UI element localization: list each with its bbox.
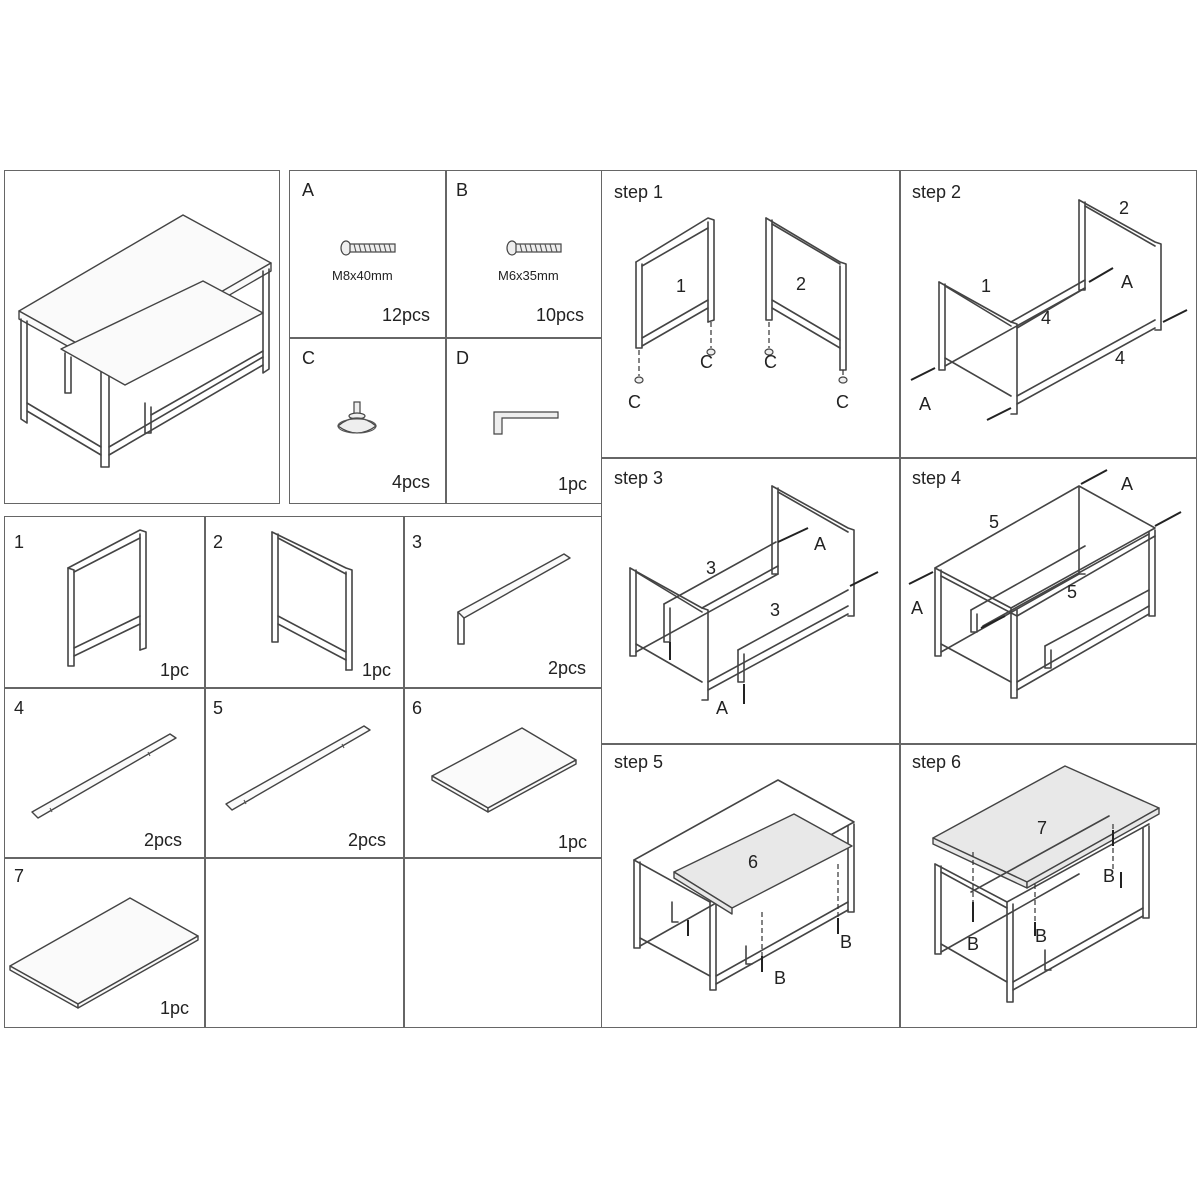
step-2-label-1: 1 [981, 276, 991, 296]
step-4-label-5a: 5 [989, 512, 999, 532]
middle-shelf-board-drawing [431, 727, 577, 813]
hardware-b-letter: B [456, 180, 469, 200]
step-3-label-a2: A [716, 698, 728, 718]
part-4-qty: 2pcs [144, 830, 183, 850]
long-rail-4-drawing [31, 733, 177, 819]
part-7-qty: 1pc [160, 998, 190, 1018]
side-frame-1-drawing [67, 529, 147, 667]
step-1-drawing: 1 2 C C C C [628, 217, 849, 412]
part-2-number: 2 [213, 532, 224, 552]
part-7-number: 7 [14, 866, 25, 886]
step-4-label-a2: A [911, 598, 923, 618]
short-rail-drawing [457, 553, 571, 645]
leveling-foot-icon [337, 401, 377, 434]
step-1-label-2: 2 [796, 274, 806, 294]
hardware-c-letter: C [302, 348, 315, 368]
step-1-label-c1: C [700, 352, 713, 372]
part-6-number: 6 [412, 698, 423, 718]
step-1-label-c4: C [836, 392, 849, 412]
bolt-icon [506, 240, 562, 256]
step-5-label-b1: B [840, 932, 852, 952]
step-5-label-b2: B [774, 968, 786, 988]
middle-shelf [60, 280, 264, 386]
step-3-label-3a: 3 [706, 558, 716, 578]
step-6-drawing: 7 B B B [932, 765, 1160, 1003]
hardware-d-letter: D [456, 348, 469, 368]
step-2-drawing: 2 1 A 4 4 A [910, 198, 1188, 421]
step-5-title: step 5 [614, 752, 664, 772]
step-2-label-4a: 4 [1041, 308, 1051, 328]
step-1-label-c2: C [764, 352, 777, 372]
step-6-label-b2: B [967, 934, 979, 954]
hardware-a-size: M8x40mm [332, 268, 393, 283]
hardware-a-letter: A [302, 180, 315, 200]
part-1-qty: 1pc [160, 660, 190, 680]
step-4-title: step 4 [912, 468, 962, 488]
step-2-label-2: 2 [1119, 198, 1129, 218]
top-shelf-board-drawing [9, 897, 199, 1009]
step-4-label-5b: 5 [1067, 582, 1077, 602]
step-5-drawing: 6 B B [633, 779, 855, 991]
part-3-qty: 2pcs [548, 658, 587, 678]
step-2-title: step 2 [912, 182, 962, 202]
part-6-qty: 1pc [558, 832, 588, 852]
hardware-d-qty: 1pc [558, 474, 588, 494]
step-6-label-b1: B [1103, 866, 1115, 886]
hex-key-icon [493, 411, 559, 435]
step-1-title: step 1 [614, 182, 664, 202]
part-3-number: 3 [412, 532, 423, 552]
step-4-drawing: 5 A 5 A [908, 469, 1182, 699]
step-2-label-4b: 4 [1115, 348, 1125, 368]
step-3-drawing: 3 A 3 A [629, 485, 879, 718]
hardware-c-qty: 4pcs [392, 472, 431, 492]
step-6-label-b3: B [1035, 926, 1047, 946]
part-2-qty: 1pc [362, 660, 392, 680]
step-3-label-3b: 3 [770, 600, 780, 620]
hardware-b-qty: 10pcs [536, 305, 585, 325]
step-5-label-6: 6 [748, 852, 758, 872]
step-3-title: step 3 [614, 468, 664, 488]
part-5-qty: 2pcs [348, 830, 387, 850]
assembled-table-drawing [18, 214, 272, 468]
assembled-table-panel [4, 170, 280, 504]
bolt-icon [340, 240, 396, 256]
part-1-number: 1 [14, 532, 25, 552]
hardware-a-qty: 12pcs [382, 305, 431, 325]
step-6-label-7: 7 [1037, 818, 1047, 838]
long-rail-5-drawing [225, 725, 371, 811]
step-2-label-a2: A [919, 394, 931, 414]
step-3-label-a1: A [814, 534, 826, 554]
hardware-grid [289, 170, 602, 504]
part-5-number: 5 [213, 698, 224, 718]
step-1-label-1: 1 [676, 276, 686, 296]
side-frame-2-drawing [271, 531, 353, 671]
step-4-label-a1: A [1121, 474, 1133, 494]
hardware-b-size: M6x35mm [498, 268, 559, 283]
steps-grid [601, 170, 1197, 1028]
part-4-number: 4 [14, 698, 25, 718]
step-1-label-c3: C [628, 392, 641, 412]
step-6-title: step 6 [912, 752, 962, 772]
step-2-label-a1: A [1121, 272, 1133, 292]
